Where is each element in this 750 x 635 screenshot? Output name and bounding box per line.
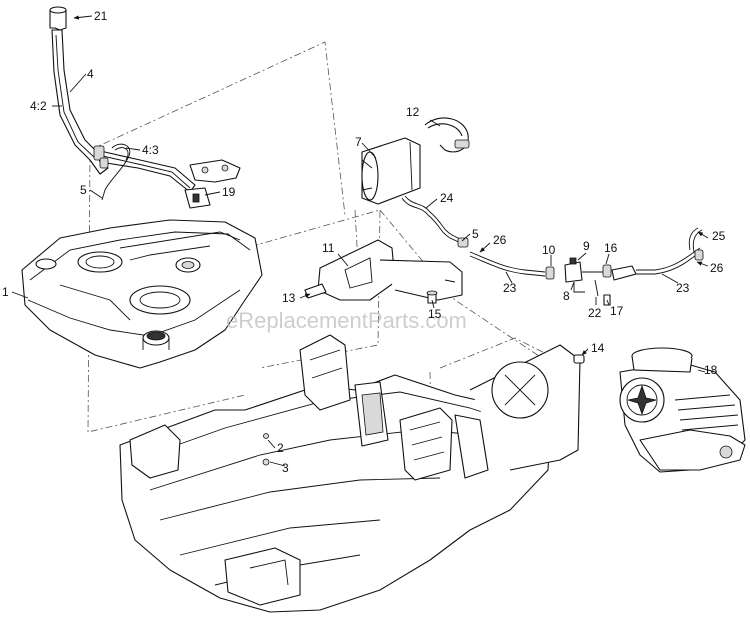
callout-19: 19 <box>222 185 236 199</box>
callout-4: 4 <box>87 67 94 81</box>
filler-hose-assembly <box>49 6 196 193</box>
small-fasteners <box>262 354 585 466</box>
vent-tube <box>101 143 131 201</box>
callout-4-2: 4:2 <box>30 99 47 113</box>
callout-10: 10 <box>542 243 556 257</box>
callout-14: 14 <box>591 341 605 355</box>
callout-5a: 5 <box>80 183 87 197</box>
callout-8: 8 <box>563 289 570 303</box>
fuel-tank <box>21 219 263 369</box>
callout-26b: 26 <box>710 261 724 275</box>
callout-25: 25 <box>712 229 726 243</box>
callout-11: 11 <box>322 241 335 255</box>
engine <box>619 347 746 473</box>
callout-1: 1 <box>2 285 9 299</box>
canister-hose <box>401 195 469 248</box>
callout-22: 22 <box>588 306 602 320</box>
callout-18: 18 <box>704 363 718 377</box>
callout-24: 24 <box>440 191 454 205</box>
callout-5b: 5 <box>472 227 479 241</box>
watermark-text: eReplacementParts.com <box>226 308 467 333</box>
callout-17: 17 <box>610 304 624 318</box>
callout-15: 15 <box>428 307 442 321</box>
callout-12: 12 <box>406 105 420 119</box>
callout-2: 2 <box>277 441 284 455</box>
chassis-frame <box>119 334 581 613</box>
callout-labels: 21 4 4:2 4:3 5 19 1 12 7 24 5 26 11 13 1… <box>2 9 726 475</box>
callout-13: 13 <box>282 291 296 305</box>
callout-7: 7 <box>355 135 362 149</box>
callout-16: 16 <box>604 241 618 255</box>
callout-23a: 23 <box>503 281 517 295</box>
callout-9: 9 <box>583 239 590 253</box>
carbon-canister <box>361 117 470 205</box>
leader-lines <box>11 15 709 467</box>
callout-4-3: 4:3 <box>142 143 159 157</box>
callout-3: 3 <box>282 461 289 475</box>
callout-21: 21 <box>94 9 108 23</box>
fitting-15 <box>426 290 438 304</box>
callout-26a: 26 <box>493 233 507 247</box>
tank-bracket <box>184 159 241 209</box>
callout-23b: 23 <box>676 281 690 295</box>
mount-bracket <box>304 239 463 301</box>
